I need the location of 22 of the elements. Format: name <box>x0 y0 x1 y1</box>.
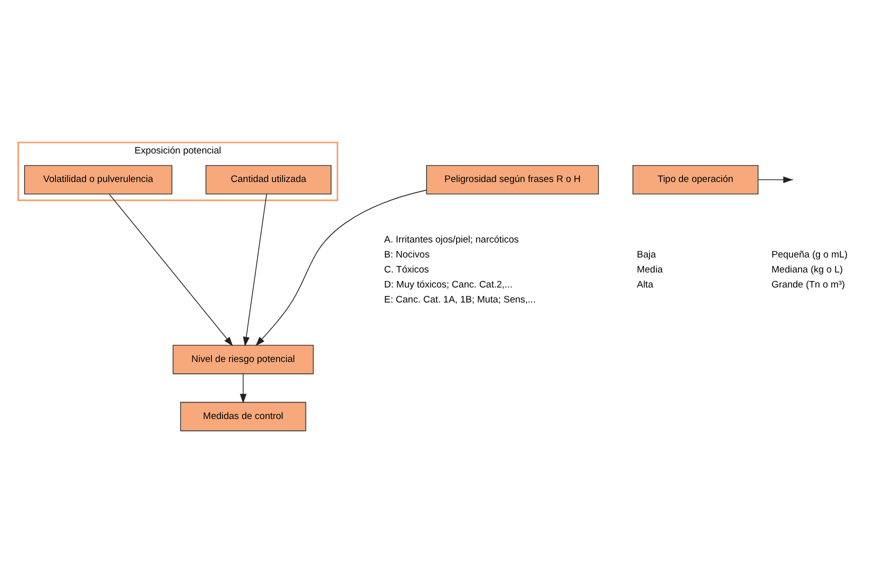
label: Mediana (kg o L) <box>772 264 843 276</box>
arrow <box>256 190 427 346</box>
label: Media <box>636 264 663 276</box>
node-box: Tipo de operación <box>632 165 758 194</box>
label: Baja <box>636 249 656 260</box>
node-box: Cantidad utilizada <box>206 165 332 194</box>
label: Grande (Tn o m³) <box>772 280 845 291</box>
label: Alta <box>636 280 654 291</box>
arrow <box>240 374 247 404</box>
node-box: Nivel de riesgo potencial <box>172 344 314 374</box>
node-box: Peligrosidad según frases R o H <box>426 165 599 194</box>
arrow <box>758 176 793 184</box>
label: E: Canc. Cat. 1A, 1B; Muta; Sens,... <box>384 294 536 306</box>
label: B: Nocivos <box>384 249 430 260</box>
arrow <box>242 194 267 346</box>
label: D: Muy tóxicos; Canc. Cat.2,... <box>384 280 512 291</box>
arrow <box>108 194 233 346</box>
node-box: Volatilidad o pulverulencia <box>24 165 172 194</box>
node-box: Medidas de control <box>180 402 306 432</box>
label: Pequeña (g o mL) <box>772 249 848 260</box>
label: A. Irritantes ojos/piel; narcóticos <box>384 234 519 246</box>
label: C. Tóxicos <box>384 264 429 276</box>
